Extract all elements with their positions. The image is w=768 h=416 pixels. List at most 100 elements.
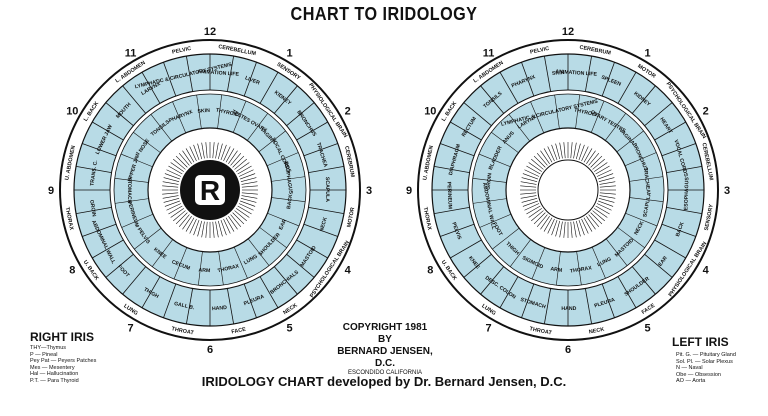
pupil-tick	[590, 155, 603, 168]
pupil-tick	[232, 155, 245, 168]
pupil-tick	[573, 221, 577, 238]
zone-label: ESOPHAGUS	[283, 161, 294, 195]
zone-divider	[463, 102, 492, 127]
pupil-tick	[583, 217, 593, 232]
clock-number: 2	[703, 106, 709, 118]
clock-number: 12	[204, 26, 216, 38]
zone-divider	[122, 85, 147, 114]
zone-label: THORAX	[570, 265, 593, 275]
pupil-tick	[215, 221, 219, 238]
zone-divider	[499, 72, 519, 104]
clock-number: 10	[66, 106, 78, 118]
page-title: CHART TO IRIDOLOGY	[290, 4, 478, 24]
pupil-tick	[236, 208, 250, 218]
zone-divider	[243, 62, 257, 97]
zone-label: SCAPULA	[324, 177, 330, 202]
pupil-tick	[166, 203, 182, 211]
pupil-tick	[599, 192, 616, 195]
inner-zone-divider	[114, 178, 149, 183]
inner-zone-divider	[172, 101, 187, 134]
clock-number: 6	[207, 344, 213, 356]
zone-divider	[644, 102, 673, 127]
pupil-tick	[168, 165, 183, 175]
zone-label: BACK	[675, 221, 686, 237]
inner-zone-divider	[556, 251, 561, 286]
zone-divider	[105, 253, 134, 278]
outer-label: THROAT	[171, 326, 195, 336]
zone-divider	[440, 223, 475, 237]
pupil-tick	[234, 158, 247, 170]
pupil-tick	[230, 214, 242, 227]
pupil-tick	[555, 220, 561, 237]
pupil-tick	[559, 221, 563, 238]
clock-number: 12	[562, 26, 574, 38]
clock-number: 7	[485, 323, 491, 335]
pupil-tick	[588, 153, 600, 166]
pupil-tick	[197, 143, 203, 160]
inner-zone-divider	[624, 152, 657, 167]
outer-label: FACE	[231, 327, 247, 336]
pupil-tick	[531, 158, 544, 170]
outer-label: MOTOR	[346, 207, 356, 228]
pupil-tick	[241, 181, 258, 185]
inner-zone-divider	[616, 130, 644, 153]
pupil-tick	[598, 177, 615, 183]
inner-zone-divider	[617, 227, 645, 249]
zone-divider	[601, 283, 615, 318]
inner-zone-divider	[508, 114, 531, 142]
clock-number: 1	[644, 47, 650, 59]
zone-divider	[226, 55, 235, 92]
pupil-tick	[599, 195, 616, 199]
zone-divider	[303, 143, 338, 157]
pupil-letter: R	[200, 175, 220, 206]
zone-label: TRANS. C.	[89, 159, 99, 186]
pupil-tick	[228, 216, 238, 230]
pupil-tick	[201, 221, 205, 238]
zone-divider	[666, 206, 703, 215]
inner-zone-divider	[134, 227, 162, 250]
clock-number: 11	[483, 47, 495, 59]
left-iris-legend: Pit. G. — Pituitary Gland Sol. Pl. — Sol…	[676, 352, 736, 385]
pupil-tick	[175, 155, 188, 168]
pupil-tick	[193, 219, 200, 236]
outer-label: THROAT	[529, 326, 553, 336]
pupil-tick	[168, 205, 183, 215]
pupil-tick	[533, 212, 546, 225]
pupil-tick	[586, 150, 596, 164]
inner-zone-divider	[120, 153, 153, 168]
clock-number: 2	[345, 106, 351, 118]
inner-zone-dividers	[472, 94, 664, 286]
zone-divider	[141, 276, 161, 308]
pupil-tick	[166, 169, 182, 177]
inner-zone-dividers	[114, 94, 306, 286]
zone-divider	[440, 143, 475, 157]
pupil-tick	[559, 142, 563, 159]
pupil-tick	[533, 155, 546, 168]
zone-label: HAND	[212, 305, 228, 312]
pupil-tick	[592, 158, 605, 170]
zone-label: LUNG	[597, 256, 613, 268]
pupil-tick	[238, 169, 254, 177]
zone-divider	[259, 72, 279, 104]
zone-divider	[163, 283, 177, 318]
pupil-tick	[217, 143, 223, 160]
zone-divider	[499, 276, 519, 308]
pupil-tick	[173, 210, 186, 222]
pupil-tick	[185, 217, 195, 232]
clock-number: 4	[345, 265, 352, 277]
zone-divider	[644, 253, 673, 278]
zone-label: HAND	[561, 306, 576, 312]
inner-zone-divider	[271, 176, 306, 182]
pupil-tick	[212, 221, 215, 238]
pupil-tick	[205, 142, 208, 159]
legend-item: Mes — Mesentery	[30, 364, 75, 371]
pupil-tick	[520, 185, 537, 188]
zone-label: ESOPHAGUS	[683, 177, 690, 211]
pupil-tick	[583, 148, 593, 163]
pupil-tick	[520, 181, 537, 185]
zone-divider	[480, 266, 505, 295]
pupil-tick	[596, 169, 612, 177]
zone-divider	[105, 102, 134, 127]
